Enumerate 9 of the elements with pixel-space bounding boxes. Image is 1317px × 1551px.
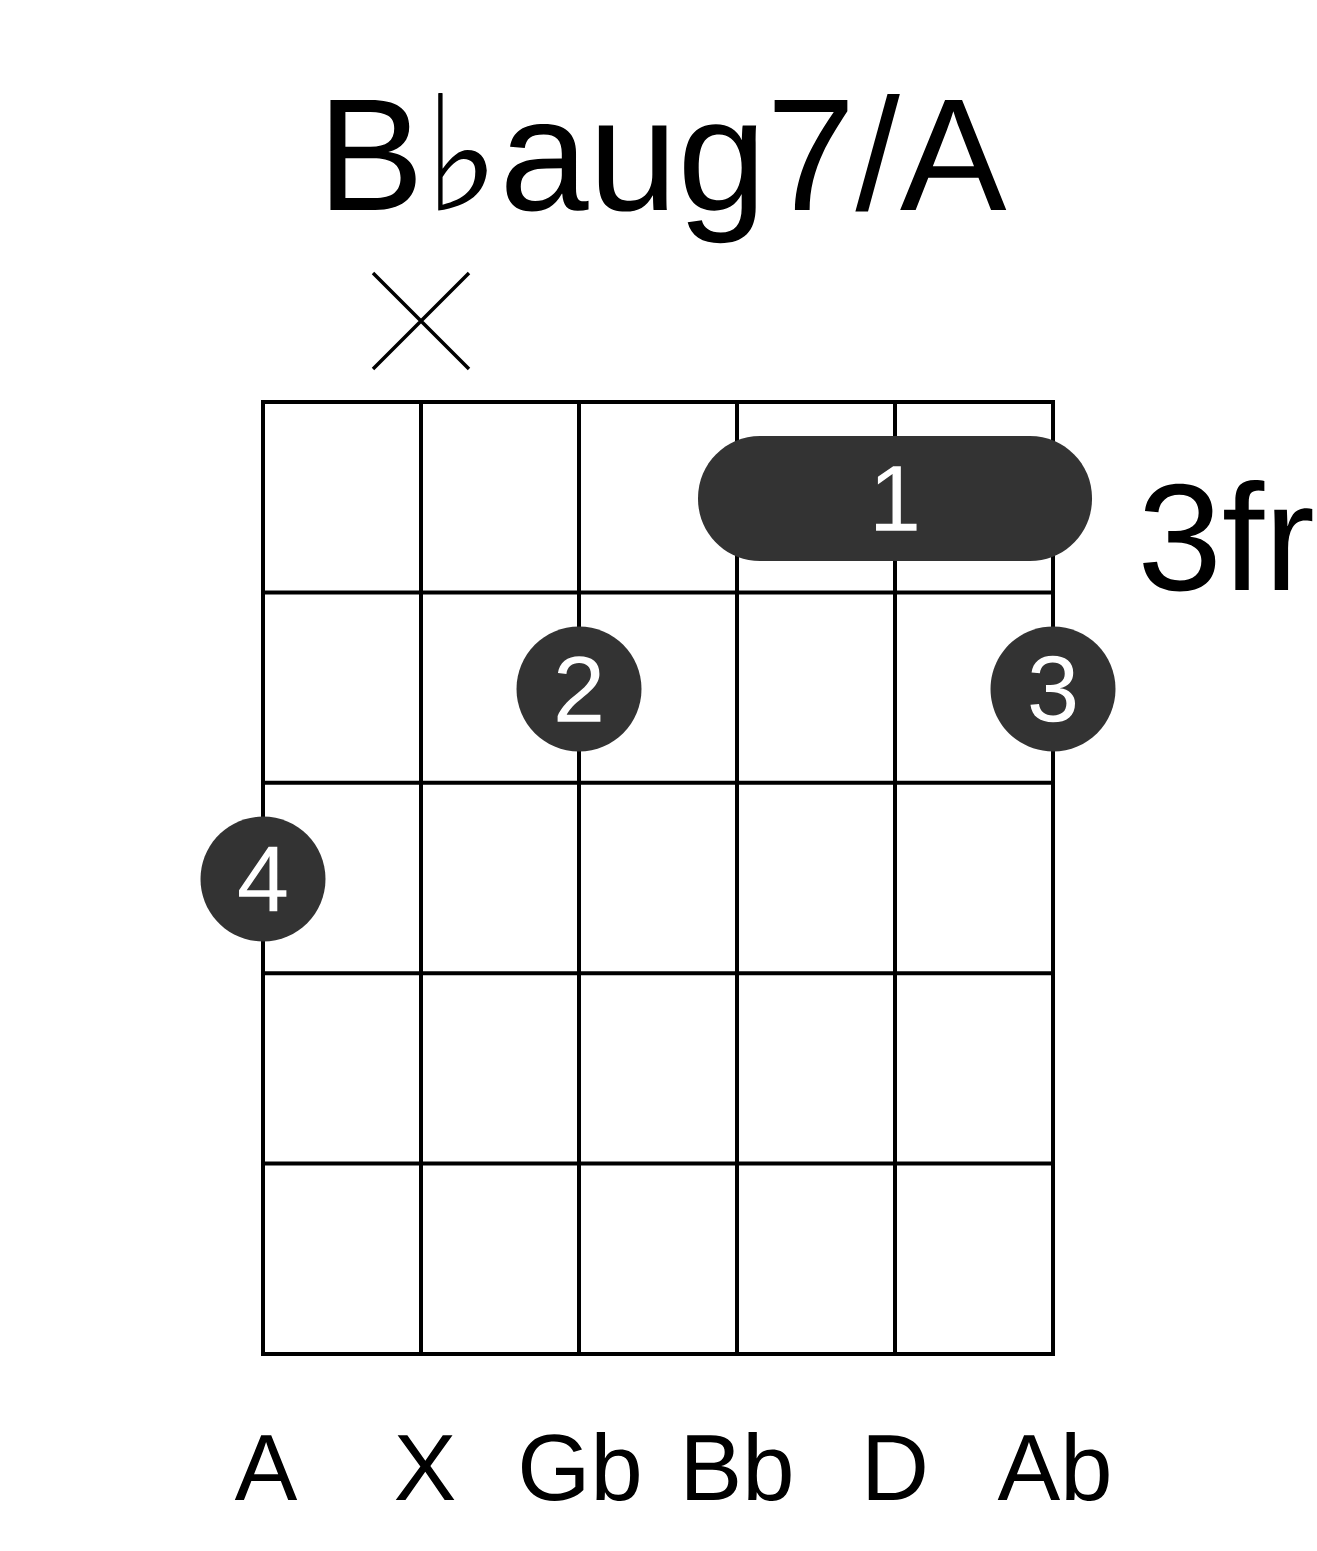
barre-bar: 1: [698, 436, 1092, 561]
string-note-label: Gb: [522, 1431, 639, 1501]
fret-position-label: 3fr: [1143, 480, 1313, 592]
string-note-label: Bb: [687, 1431, 791, 1501]
string-note-label: D: [868, 1435, 925, 1500]
string-note-label: A: [234, 1435, 298, 1500]
chord-title: B♭aug7/A: [330, 93, 1007, 244]
string-note-label: Ab: [997, 1431, 1109, 1501]
string-note-label: X: [395, 1435, 455, 1500]
